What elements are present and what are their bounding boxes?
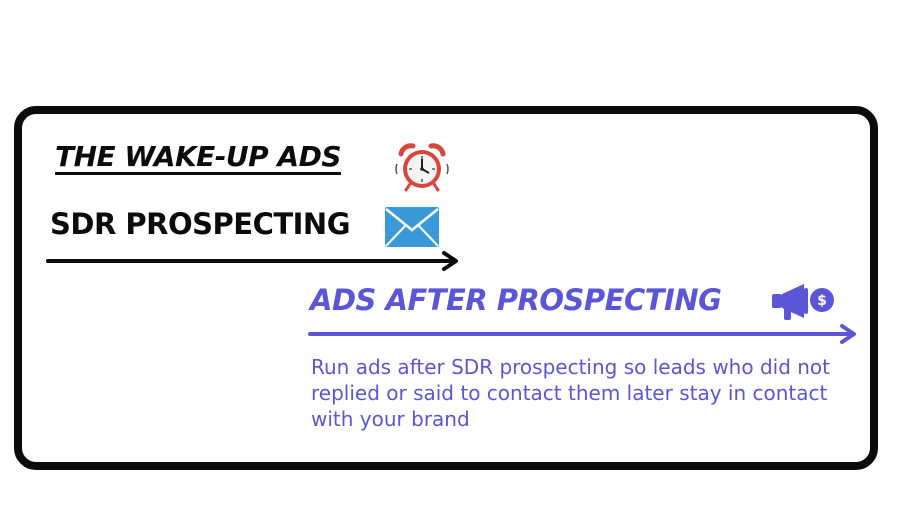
alarm-clock-icon <box>395 143 449 192</box>
step-sdr-prospecting: SDR PROSPECTING <box>50 207 351 241</box>
ads-description: Run ads after SDR prospecting so leads w… <box>311 355 831 431</box>
megaphone-dollar-icon: $ <box>772 284 834 320</box>
envelope-icon <box>385 207 439 247</box>
slide-title: THE WAKE-UP ADS <box>55 140 342 173</box>
arrow-ads <box>308 324 856 344</box>
content-card <box>14 106 878 470</box>
step-ads-after-prospecting: ADS AFTER PROSPECTING <box>310 283 722 317</box>
svg-text:$: $ <box>817 293 827 309</box>
arrow-sdr <box>46 251 458 271</box>
